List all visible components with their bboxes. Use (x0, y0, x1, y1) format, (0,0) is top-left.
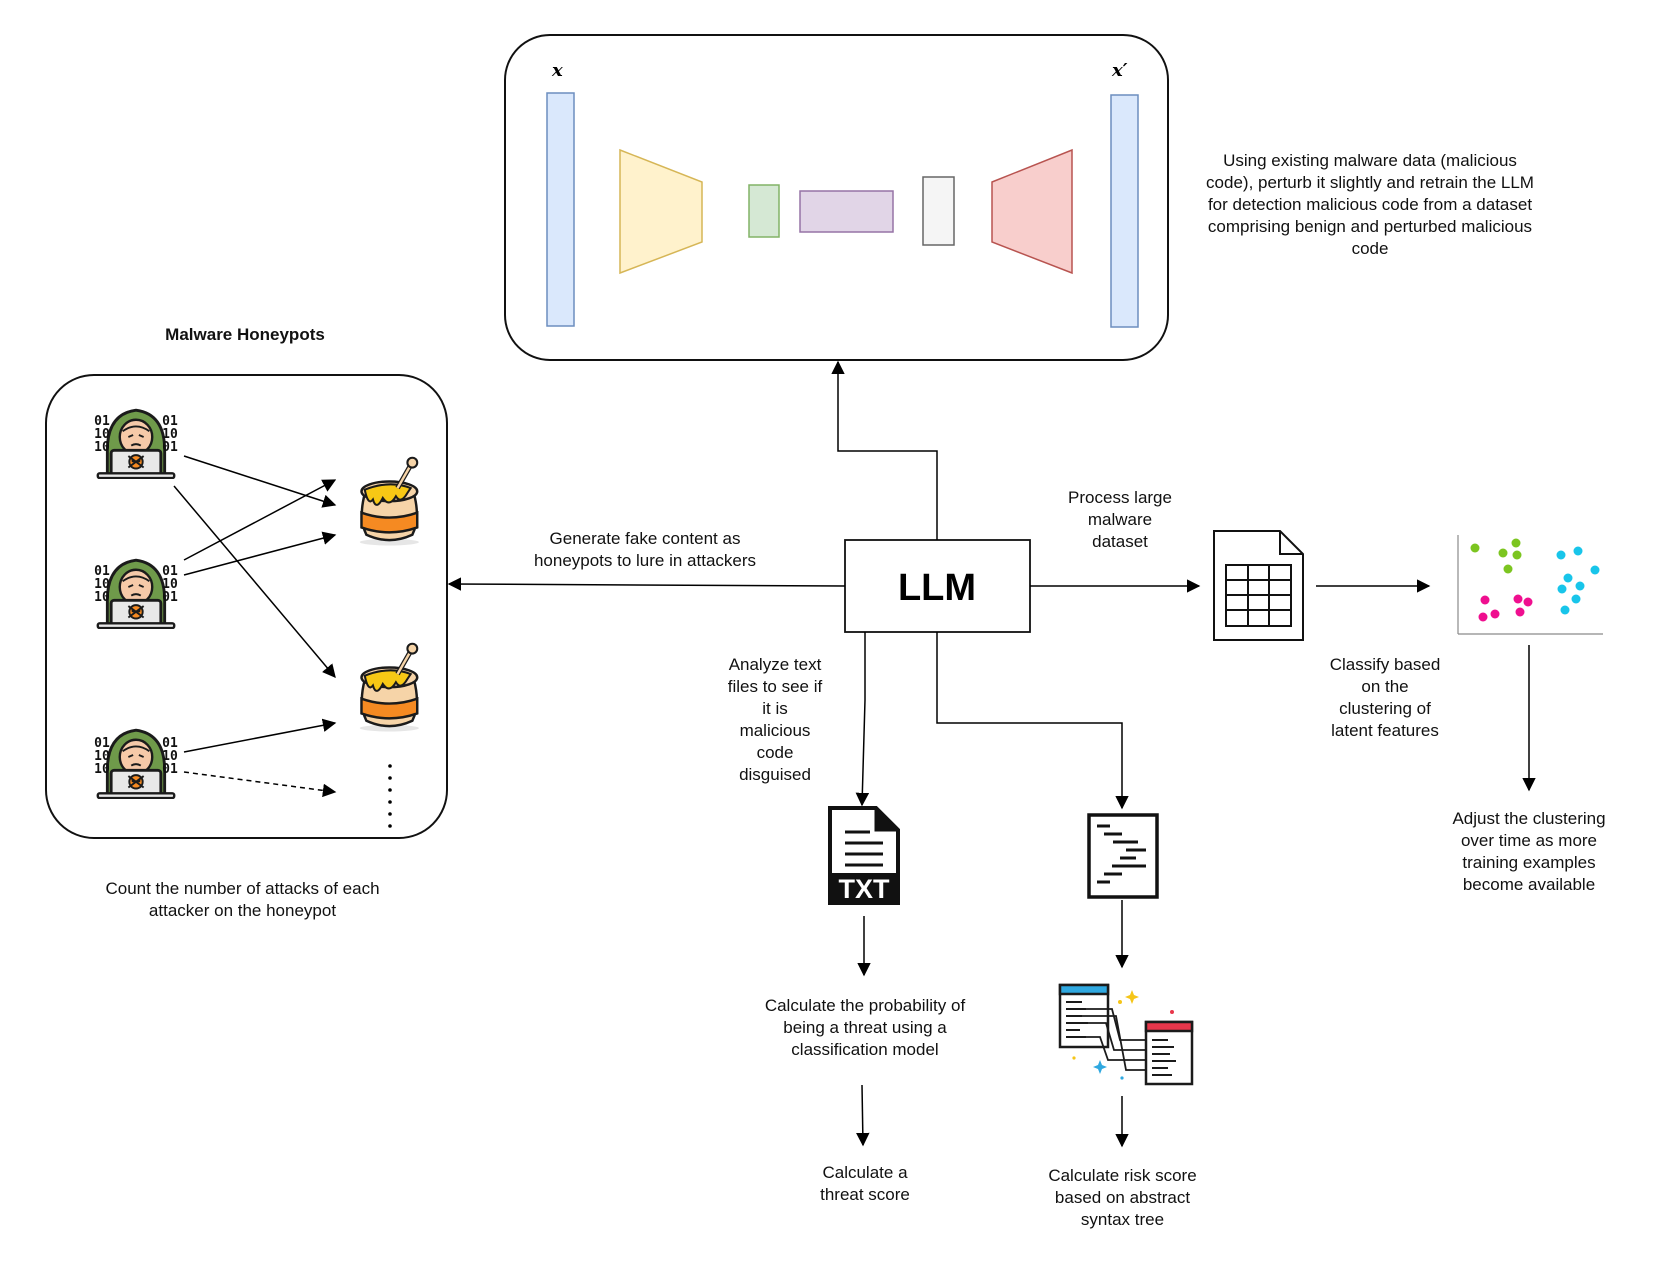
honeypot-container (45, 374, 448, 839)
edge-llm-to-txt (855, 632, 870, 807)
output-bar (1110, 94, 1139, 328)
honeypots-caption: Count the number of attacks of each atta… (105, 879, 380, 920)
code-file-icon (1087, 813, 1159, 899)
more-attackers-dots (388, 764, 392, 828)
edge-llm-to-encoder (831, 360, 938, 540)
honeypots-title: Malware Honeypots (165, 325, 325, 344)
latent-green-block (748, 184, 780, 238)
txt-file-icon: TXT (828, 806, 900, 905)
classify-label: Classify based on the clustering of late… (1329, 655, 1441, 740)
llm-label: LLM (898, 567, 976, 609)
llm-node (844, 539, 1031, 633)
edge-llm-to-honeypots (447, 577, 846, 591)
decoder-trapezoid (991, 148, 1073, 275)
process-label: Process large malware dataset (1068, 488, 1172, 551)
scatter-plot-icon (1457, 535, 1603, 635)
latent-purple-block (799, 190, 894, 233)
adjust-label: Adjust the clustering over time as more … (1452, 809, 1606, 894)
txt-label: TXT (839, 874, 891, 904)
generate-label: Generate fake content as honeypots to lu… (533, 529, 757, 570)
input-bar (546, 92, 575, 327)
latent-gray-block (922, 176, 955, 246)
edge-probability-to-score (856, 1084, 870, 1147)
threat-score-label: Calculate a threat score (820, 1163, 910, 1204)
syntax-tree-windows-icon (1058, 983, 1194, 1086)
edge-llm-to-code (936, 632, 1129, 810)
output-var-label: x′ (1112, 60, 1128, 81)
spreadsheet-icon (1213, 530, 1304, 641)
encoder-trapezoid (619, 148, 703, 275)
probability-label: Calculate the probability of being a thr… (764, 996, 966, 1059)
input-var-label: x (552, 60, 563, 81)
analyze-label: Analyze text files to see if it is malic… (727, 655, 823, 784)
risk-score-label: Calculate risk score based on abstract s… (1048, 1166, 1197, 1229)
encoder-description: Using existing malware data (malicious c… (1206, 151, 1534, 258)
